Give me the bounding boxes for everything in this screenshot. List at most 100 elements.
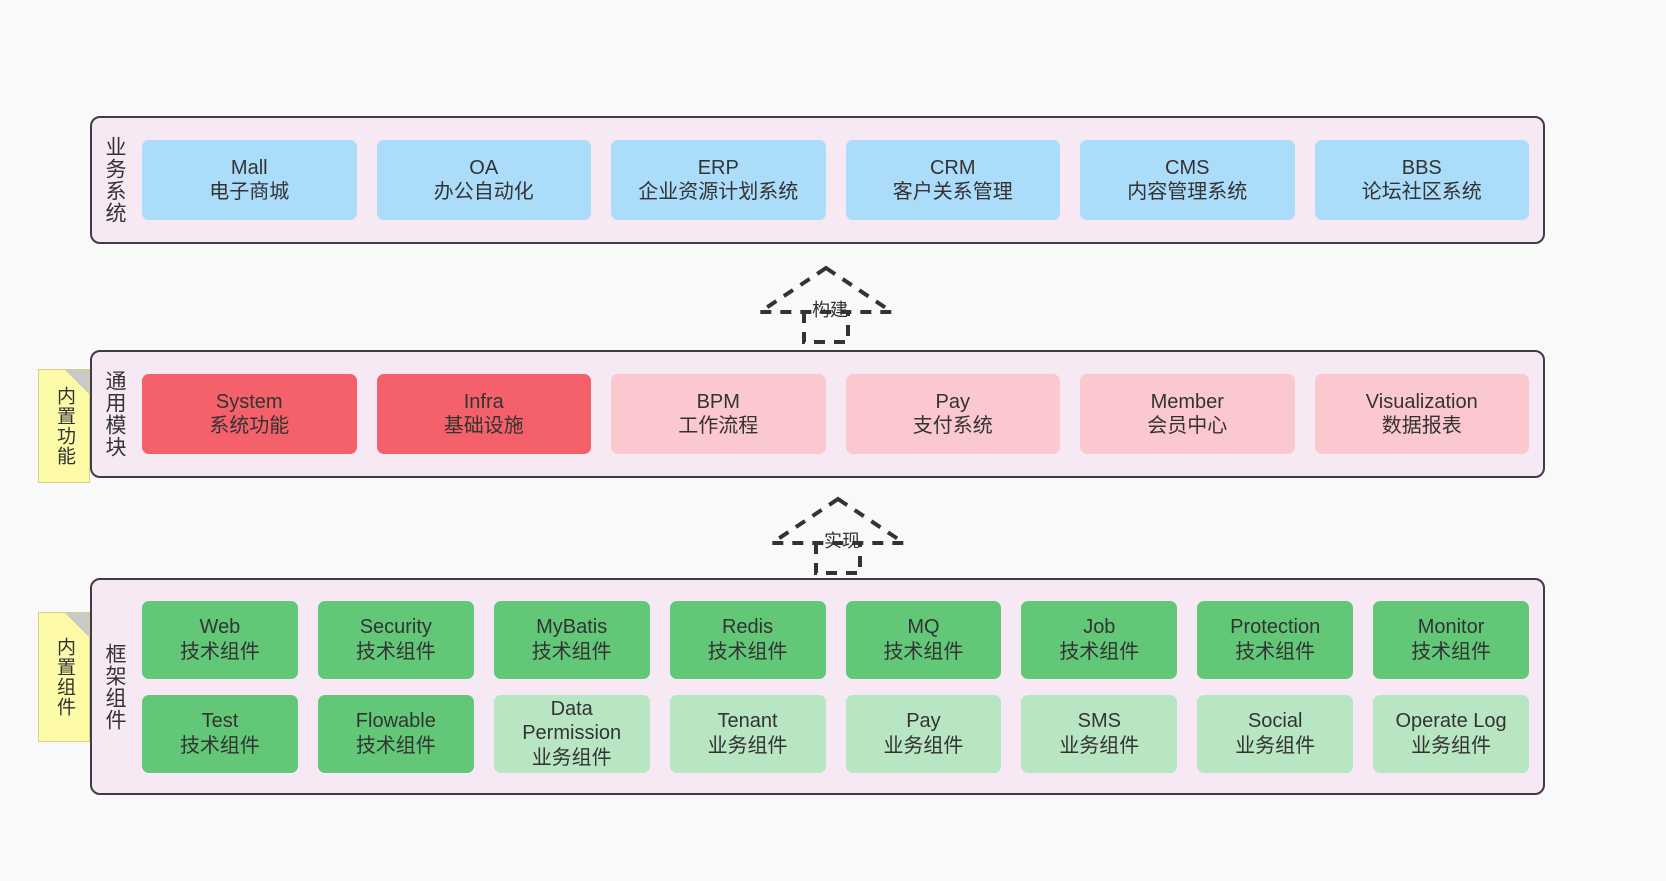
cell-title: CMS (1165, 156, 1210, 179)
layer-framework-component-label: 框架组件 (102, 642, 126, 731)
cell-title: Social (1247, 710, 1303, 733)
cell-title: Visualization (1365, 390, 1478, 413)
cell-title: Data Permission (522, 697, 622, 745)
cell-title: OA (469, 156, 499, 179)
arrow-shaft (802, 312, 850, 344)
connector-implement-arrow: 实现 (770, 493, 910, 575)
cell-subtitle: 客户关系管理 (892, 181, 1013, 203)
cell-title: Monitor (1417, 616, 1485, 639)
cell-subtitle: 基础设施 (443, 415, 524, 437)
cell-subtitle: 会员中心 (1147, 415, 1228, 437)
cell-title: Web (199, 616, 241, 639)
cell-title: MQ (907, 616, 940, 639)
cell-subtitle: 业务组件 (531, 746, 612, 769)
cell-subtitle: 论坛社区系统 (1361, 181, 1482, 203)
cell-subtitle: 内容管理系统 (1127, 181, 1248, 203)
cell-title: Security (359, 616, 432, 639)
layer-business-system-label: 业务系统 (102, 136, 126, 224)
cell-title: BBS (1401, 156, 1442, 179)
cell-title: CRM (929, 156, 976, 179)
cell-subtitle: 技术组件 (179, 640, 260, 663)
cell-title: Tenant (717, 710, 778, 733)
connector-implement-label: 实现 (824, 531, 860, 551)
cell-title: SMS (1077, 710, 1121, 733)
layer-common-module-label: 通用模块 (102, 370, 126, 458)
cell-title: Mall (230, 156, 268, 179)
cell-subtitle: 业务组件 (1059, 734, 1140, 757)
cell-subtitle: 办公自动化 (433, 181, 534, 203)
cell-subtitle: 支付系统 (912, 415, 993, 437)
sticky-note-builtin-components[interactable]: 内置组件 (38, 612, 90, 742)
cell-subtitle: 技术组件 (355, 640, 436, 663)
cell-subtitle: 技术组件 (1235, 640, 1316, 663)
cell-subtitle: 电子商城 (209, 181, 290, 203)
arrow-shaft (814, 543, 862, 575)
cell-title: BPM (696, 390, 740, 413)
cell-title: Job (1083, 616, 1116, 639)
arrow-head-triangle (770, 496, 910, 545)
cell-title: ERP (697, 156, 739, 179)
sticky-note-builtin-features[interactable]: 内置功能 (38, 369, 90, 483)
cell-subtitle: 技术组件 (707, 640, 788, 663)
cell-subtitle: 企业资源计划系统 (638, 181, 799, 203)
cell-title: Redis (721, 616, 774, 639)
cell-subtitle: 技术组件 (1059, 640, 1140, 663)
cell-subtitle: 技术组件 (883, 640, 964, 663)
cell-title: Protection (1230, 616, 1321, 639)
cell-title: MyBatis (536, 616, 608, 639)
cell-subtitle: 业务组件 (883, 734, 964, 757)
cell-title: Infra (463, 390, 504, 413)
cell-title: Member (1150, 390, 1224, 413)
cell-subtitle: 业务组件 (1235, 734, 1316, 757)
cell-title: Pay (935, 390, 970, 413)
cell-subtitle: 技术组件 (355, 734, 436, 757)
cell-subtitle: 业务组件 (707, 734, 788, 757)
cell-subtitle: 技术组件 (179, 734, 260, 757)
connector-build-arrow: 构建 (758, 262, 898, 344)
cell-title: Test (201, 710, 239, 733)
cell-subtitle: 工作流程 (678, 415, 759, 437)
cell-subtitle: 系统功能 (209, 415, 290, 437)
cell-subtitle: 技术组件 (1411, 640, 1492, 663)
cell-title: System (215, 390, 283, 413)
